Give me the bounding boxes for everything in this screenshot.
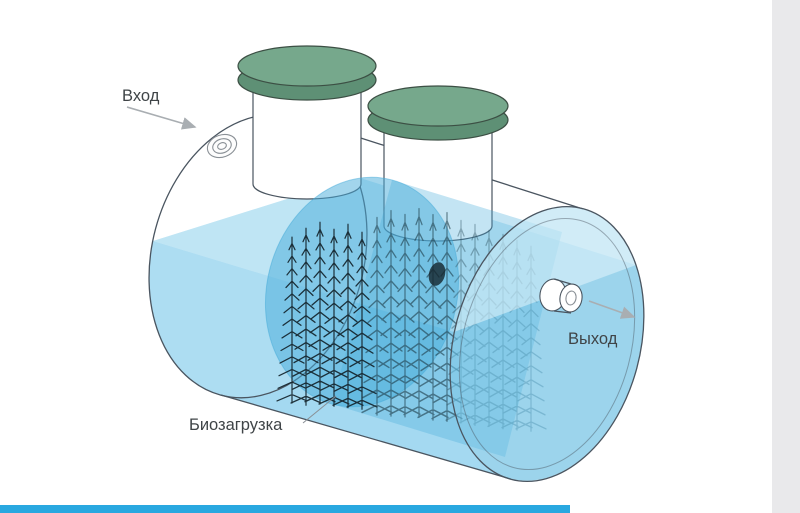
outlet-arrow-icon: [588, 300, 636, 319]
risers: [237, 45, 509, 242]
inlet-port-bore: [217, 142, 227, 150]
bio-media-label: Биозагрузка: [189, 416, 283, 434]
bio-media-leader-line: [302, 395, 337, 424]
right-cap-inner-rim: [458, 217, 636, 471]
right-cap-upper: [454, 206, 636, 332]
bottom-accent-bar: [0, 505, 570, 513]
inlet-label: Вход: [122, 87, 160, 105]
tank-bottom-edge: [220, 394, 512, 480]
inlet-arrow-icon: [126, 106, 197, 130]
right-cap: [449, 205, 645, 483]
media-dark-spot: [428, 262, 446, 286]
outlet: [539, 278, 636, 319]
riser-2-lid: [367, 85, 509, 127]
outlet-pipe-bottom: [553, 310, 572, 314]
right-cap-lower: [449, 265, 644, 481]
inlet: [126, 106, 238, 159]
outlet-label: Выход: [568, 330, 618, 348]
riser-1-lid: [237, 45, 377, 87]
inlet-port-icon: [206, 133, 238, 159]
outlet-pipe-bore: [565, 290, 577, 306]
inlet-port-ring: [212, 138, 232, 154]
right-side-band: [772, 0, 800, 513]
outlet-pipe-top: [553, 278, 572, 285]
bio-chamber-edge: [264, 176, 460, 408]
right-cap-outline: [449, 205, 645, 483]
outlet-pipe-end: [559, 283, 583, 313]
